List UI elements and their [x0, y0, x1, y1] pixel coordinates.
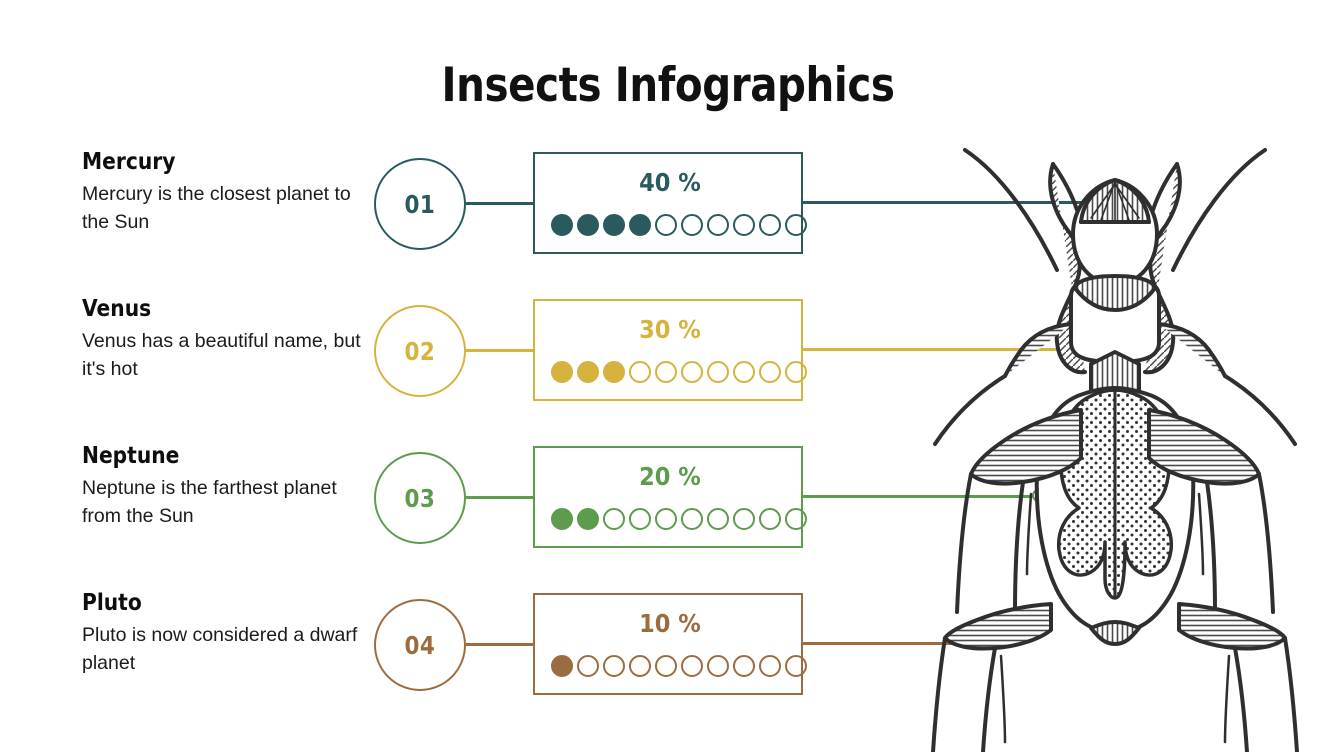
dot-filled	[551, 508, 573, 530]
percent-label: 20 %	[639, 462, 701, 491]
row-text-block: Neptune Neptune is the farthest planet f…	[82, 444, 372, 531]
dot-empty	[681, 655, 703, 677]
infographic-row: Pluto Pluto is now considered a dwarf pl…	[0, 585, 1336, 703]
planet-description: Mercury is the closest planet to the Sun	[82, 183, 351, 233]
percent-label: 10 %	[639, 609, 701, 638]
dot-empty	[655, 214, 677, 236]
dot-empty	[655, 655, 677, 677]
dot-empty	[733, 655, 755, 677]
dot-empty	[603, 508, 625, 530]
row-text-block: Pluto Pluto is now considered a dwarf pl…	[82, 591, 372, 678]
dot-empty	[707, 508, 729, 530]
planet-name: Neptune	[82, 443, 180, 469]
dot-empty	[759, 508, 781, 530]
dot-empty	[707, 361, 729, 383]
dot-empty	[733, 361, 755, 383]
step-number-circle[interactable]: 04	[374, 599, 466, 691]
planet-name: Mercury	[82, 149, 176, 175]
dot-empty	[655, 508, 677, 530]
planet-name: Pluto	[82, 590, 142, 616]
step-number-label: 03	[404, 483, 436, 513]
dot-empty	[759, 214, 781, 236]
dot-scale	[551, 361, 807, 383]
dot-filled	[603, 214, 625, 236]
leader-line	[803, 642, 984, 645]
step-number-circle[interactable]: 02	[374, 305, 466, 397]
stat-box[interactable]: 30 %	[533, 299, 807, 401]
page-title: Insects Infographics	[441, 58, 895, 113]
stag-beetle-icon	[931, 148, 1299, 752]
dot-filled	[577, 214, 599, 236]
circle-box-connector	[466, 496, 535, 499]
dot-empty	[681, 361, 703, 383]
stat-box[interactable]: 40 %	[533, 152, 807, 254]
leader-line	[803, 495, 1038, 498]
dot-scale	[551, 508, 807, 530]
dot-empty	[785, 361, 807, 383]
dot-empty	[785, 655, 807, 677]
planet-description: Venus has a beautiful name, but it's hot	[82, 330, 361, 380]
percent-label: 30 %	[639, 315, 701, 344]
dot-empty	[759, 655, 781, 677]
dot-scale	[551, 214, 807, 236]
dot-filled	[551, 214, 573, 236]
dot-empty	[733, 214, 755, 236]
infographic-row: Venus Venus has a beautiful name, but it…	[0, 291, 1336, 409]
leader-line	[803, 201, 1115, 204]
planet-description: Neptune is the farthest planet from the …	[82, 477, 337, 527]
dot-empty	[733, 508, 755, 530]
dot-filled	[551, 361, 573, 383]
dot-empty	[707, 214, 729, 236]
percent-label: 40 %	[639, 168, 701, 197]
dot-empty	[707, 655, 729, 677]
planet-description: Pluto is now considered a dwarf planet	[82, 624, 358, 674]
dot-empty	[785, 508, 807, 530]
step-number-label: 02	[404, 336, 436, 366]
dot-empty	[629, 361, 651, 383]
circle-box-connector	[466, 643, 535, 646]
dot-filled	[577, 361, 599, 383]
infographic-row: Mercury Mercury is the closest planet to…	[0, 144, 1336, 262]
step-number-circle[interactable]: 03	[374, 452, 466, 544]
dot-empty	[681, 214, 703, 236]
circle-box-connector	[466, 349, 535, 352]
dot-filled	[629, 214, 651, 236]
step-number-circle[interactable]: 01	[374, 158, 466, 250]
dot-empty	[629, 655, 651, 677]
row-text-block: Venus Venus has a beautiful name, but it…	[82, 297, 372, 384]
step-number-label: 04	[404, 630, 436, 660]
infographic-row: Neptune Neptune is the farthest planet f…	[0, 438, 1336, 556]
dot-filled	[577, 508, 599, 530]
dot-empty	[785, 214, 807, 236]
dot-empty	[603, 655, 625, 677]
dot-empty	[681, 508, 703, 530]
step-number-label: 01	[404, 189, 436, 219]
row-text-block: Mercury Mercury is the closest planet to…	[82, 150, 372, 237]
stat-box[interactable]: 20 %	[533, 446, 807, 548]
dot-empty	[759, 361, 781, 383]
dot-empty	[629, 508, 651, 530]
dot-scale	[551, 655, 807, 677]
dot-empty	[577, 655, 599, 677]
stat-box[interactable]: 10 %	[533, 593, 807, 695]
planet-name: Venus	[82, 296, 152, 322]
dot-empty	[655, 361, 677, 383]
circle-box-connector	[466, 202, 535, 205]
leader-line	[803, 348, 1091, 351]
dot-filled	[603, 361, 625, 383]
dot-filled	[551, 655, 573, 677]
